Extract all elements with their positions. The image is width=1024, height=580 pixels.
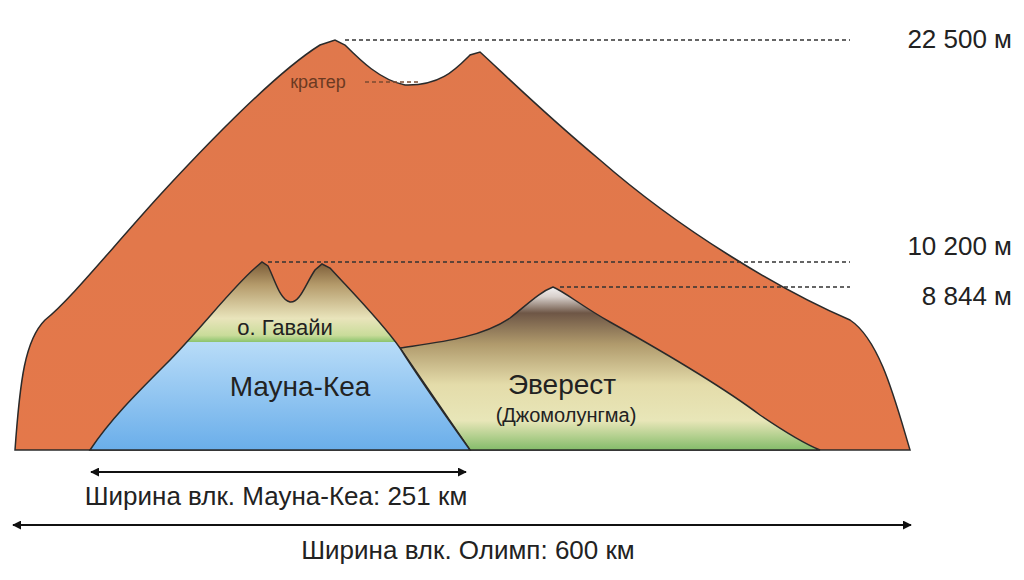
height-value: 8 844 м <box>922 282 1012 312</box>
crater-label: кратер <box>290 72 346 93</box>
mountain-body <box>400 287 820 450</box>
mountain-name: Эверест <box>508 369 616 401</box>
width-arrow <box>91 471 466 473</box>
height-guide <box>268 261 850 262</box>
mountain-shape: о. ГавайиМауна-Кеа <box>88 258 474 452</box>
mountain-outline <box>396 283 824 452</box>
crater-guide <box>365 81 420 82</box>
height-guide <box>345 39 850 40</box>
width-dimension: Ширина влк. Олимп: 600 км <box>301 536 634 566</box>
width-dimension: Ширина влк. Мауна-Кеа: 251 км <box>85 482 468 512</box>
mountain-name: о. Гавайи <box>237 315 333 340</box>
mountain-outline <box>88 258 474 452</box>
mountain-name: Мауна-Кеа <box>230 371 371 403</box>
height-value: 22 500 м <box>907 25 1012 55</box>
height-value: 10 200 м <box>907 232 1012 262</box>
mountain-name: (Джомолунгма) <box>496 404 637 427</box>
height-guide <box>560 286 850 287</box>
mountain-shape: Эверест (Джомолунгма) <box>396 283 824 452</box>
olympus-mons-shape <box>15 40 910 450</box>
width-arrow <box>13 524 911 526</box>
